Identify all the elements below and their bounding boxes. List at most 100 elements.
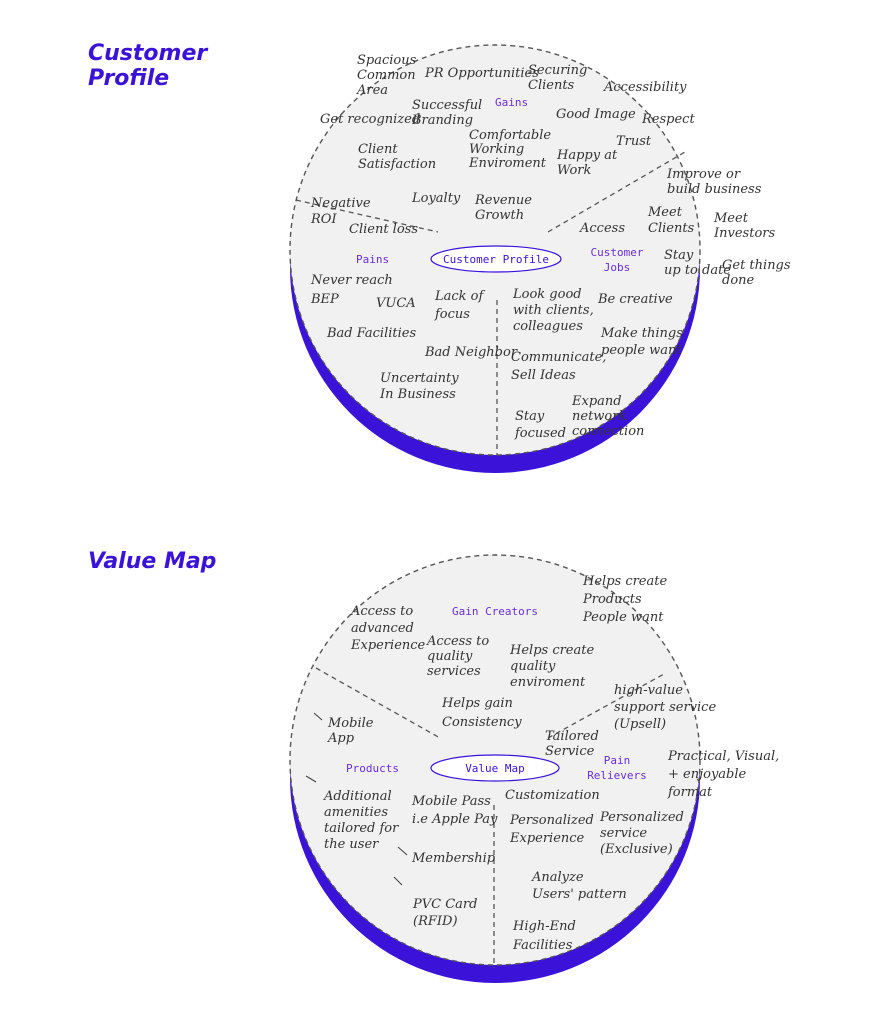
note-get-recognized: Get recognized — [320, 112, 420, 127]
note-customization: Customization — [505, 788, 600, 803]
note-stay-up-to-date-line: Stay — [664, 248, 694, 263]
note-client-satisfaction-line: Client — [358, 142, 398, 157]
note-access-line: Access — [579, 221, 625, 236]
note-practical-visual-line: + enjoyable — [668, 767, 747, 782]
note-access-advanced-experience-line: Access to — [350, 604, 413, 619]
value-map-divider — [315, 667, 441, 739]
section-gain-creators: Gain Creators — [452, 605, 538, 618]
note-good-image-line: Good Image — [556, 107, 636, 122]
note-additional-amenities-line: the user — [324, 837, 379, 852]
note-uncertainty-in-business-line: Uncertainty — [380, 371, 459, 386]
note-bad-facilities: Bad Facilities — [326, 326, 416, 341]
note-pvc-card: PVC Card(RFID) — [412, 897, 477, 929]
note-vuca: VUCA — [376, 296, 416, 311]
tick-mark — [305, 775, 317, 783]
note-membership-line: Membership — [411, 851, 496, 866]
note-access-advanced-experience-line: advanced — [351, 621, 414, 636]
note-be-creative-line: Be creative — [597, 292, 673, 307]
note-accessibility-line: Accessibility — [603, 80, 687, 95]
customer-profile-center-oval — [430, 245, 562, 273]
note-customization-line: Customization — [505, 788, 600, 803]
note-respect-line: Respect — [641, 112, 695, 127]
note-additional-amenities-line: tailored for — [324, 821, 399, 836]
tick-mark — [397, 846, 408, 856]
note-helps-gain-consistency-line: Consistency — [442, 715, 522, 730]
note-mobile-app-line: App — [327, 731, 355, 746]
note-additional-amenities-line: amenities — [324, 805, 388, 820]
note-tailored-service-line: Tailored — [545, 729, 599, 744]
note-trust-line: Trust — [616, 134, 652, 149]
note-bad-neighbor: Bad Neighbor — [424, 345, 518, 360]
note-successful-branding-line: Successful — [412, 98, 482, 113]
note-high-value-support-line: (Upsell) — [614, 717, 666, 732]
note-uncertainty-in-business-line: In Business — [379, 387, 456, 402]
section-products: Products — [346, 762, 399, 775]
note-stay-up-to-date-line: up to date — [664, 263, 731, 278]
note-never-reach-bep-line: BEP — [310, 292, 339, 307]
note-get-recognized-line: Get recognized — [320, 112, 420, 127]
note-high-end-facilities-line: High-End — [512, 919, 576, 934]
note-tailored-service-line: Service — [545, 744, 595, 759]
value-map-center-label: Value Map — [465, 762, 525, 775]
note-communicate-sell-ideas-line: Sell Ideas — [511, 368, 576, 383]
note-helps-create-quality-environment-line: Helps create — [509, 643, 594, 658]
note-communicate-sell-ideas: Communicate, Sell Ideas — [511, 350, 606, 383]
value-map-heading: Value Map — [88, 549, 216, 574]
note-personalized-service-line: service — [600, 826, 647, 841]
note-improve-build-business-line: build business — [667, 182, 762, 197]
note-membership: Membership — [411, 851, 496, 866]
note-helps-create-products-line: People want — [582, 610, 664, 625]
note-revenue-growth-line: Growth — [475, 208, 524, 223]
note-communicate-sell-ideas-line: Communicate, — [511, 350, 606, 365]
note-pvc-card-line: (RFID) — [413, 914, 458, 929]
note-trust: Trust — [616, 134, 652, 149]
note-mobile-app-line: Mobile — [327, 716, 374, 731]
customer-profile-heading: Profile — [88, 66, 169, 91]
note-respect: Respect — [641, 112, 695, 127]
note-personalized-experience-line: Personalized — [509, 813, 594, 828]
note-securing-clients-line: Clients — [528, 78, 575, 93]
note-bad-neighbor-line: Bad Neighbor — [424, 345, 518, 360]
note-spacious-common-area-line: Area — [356, 83, 388, 98]
note-lack-of-focus-line: focus — [434, 307, 470, 322]
note-look-good-line: Look good — [512, 287, 582, 302]
note-helps-gain-consistency-line: Helps gain — [441, 696, 513, 711]
note-practical-visual-line: format — [667, 785, 713, 800]
note-pr-opportunities: PR Opportunities — [424, 66, 539, 81]
customer-profile-center-label: Customer Profile — [443, 253, 549, 266]
note-happy-at-work-line: Happy at — [556, 148, 618, 163]
note-good-image: Good Image — [556, 107, 636, 122]
note-access-quality-services-line: quality — [427, 649, 473, 664]
note-revenue-growth-line: Revenue — [474, 193, 532, 208]
note-meet-clients-line: Clients — [648, 221, 695, 236]
note-get-things-done-line: done — [722, 273, 755, 288]
note-access: Access — [579, 221, 625, 236]
note-loyalty: Loyalty — [411, 191, 461, 206]
section-pain-relievers: Relievers — [587, 769, 647, 782]
note-bad-facilities-line: Bad Facilities — [326, 326, 416, 341]
note-never-reach-bep-line: Never reach — [310, 273, 393, 288]
note-access-quality-services-line: services — [427, 664, 481, 679]
note-practical-visual-line: Practical, Visual, — [667, 749, 779, 764]
note-expand-network-line: Expand — [571, 394, 622, 409]
value-map-divider — [547, 673, 665, 739]
